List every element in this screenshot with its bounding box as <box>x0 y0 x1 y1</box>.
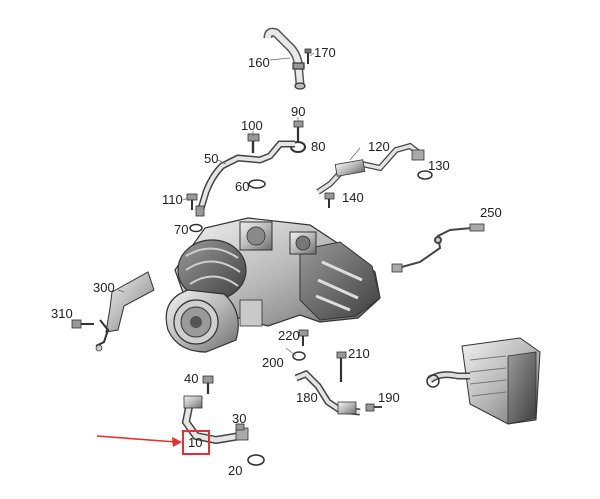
bracket-part-300 <box>95 271 155 352</box>
callout-20: 20 <box>228 463 242 478</box>
bolt-part-170 <box>304 48 312 64</box>
callout-250: 250 <box>480 205 502 220</box>
pipe-part-180 <box>294 369 361 416</box>
callout-170: 170 <box>314 45 336 60</box>
bolt-part-90 <box>293 120 304 141</box>
washer-part-130 <box>417 170 433 180</box>
callout-190: 190 <box>378 390 400 405</box>
bolt-part-30 <box>235 423 245 431</box>
washer-part-200 <box>292 351 306 361</box>
callout-180: 180 <box>296 390 318 405</box>
egr-cooler-component <box>426 337 541 425</box>
callout-80: 80 <box>311 139 325 154</box>
bolt-part-210 <box>336 351 347 382</box>
highlight-box <box>182 430 210 455</box>
callout-labels: 160 170 90 100 80 50 120 130 60 140 110 … <box>51 45 502 478</box>
callout-300: 300 <box>93 280 115 295</box>
callout-50: 50 <box>204 151 218 166</box>
callout-100: 100 <box>241 118 263 133</box>
callout-10: 10 <box>188 435 202 450</box>
callout-130: 130 <box>428 158 450 173</box>
callout-210: 210 <box>348 346 370 361</box>
callout-30: 30 <box>232 411 246 426</box>
line-part-120 <box>316 142 425 195</box>
callout-120: 120 <box>368 139 390 154</box>
pipe-part-50 <box>195 140 295 217</box>
hose-part-10 <box>181 395 249 445</box>
washer-part-70 <box>189 223 203 233</box>
callout-110: 110 <box>162 192 183 207</box>
callout-140: 140 <box>342 190 364 205</box>
callout-310: 310 <box>51 306 73 321</box>
washer-part-20 <box>247 454 265 466</box>
callout-60: 60 <box>235 179 249 194</box>
callout-200: 200 <box>262 355 284 370</box>
highlight-callout-10: 10 <box>96 430 210 455</box>
leader-lines <box>117 52 361 357</box>
callout-160: 160 <box>248 55 270 70</box>
turbocharger-assembly <box>165 217 381 353</box>
bolt-part-140 <box>324 192 335 208</box>
bolt-part-220 <box>298 329 309 346</box>
callout-70: 70 <box>174 222 188 237</box>
bolt-part-190 <box>365 403 382 412</box>
washer-part-60 <box>248 179 266 189</box>
callout-40: 40 <box>184 371 198 386</box>
bolt-part-100 <box>247 133 260 153</box>
callout-90: 90 <box>291 104 305 119</box>
callout-220: 220 <box>278 328 300 343</box>
bolt-part-110 <box>186 193 198 210</box>
bolt-part-310 <box>71 319 94 329</box>
bolt-part-40 <box>202 375 214 394</box>
hose-part-160 <box>263 27 306 90</box>
sensor-line-part-250 <box>391 223 485 273</box>
